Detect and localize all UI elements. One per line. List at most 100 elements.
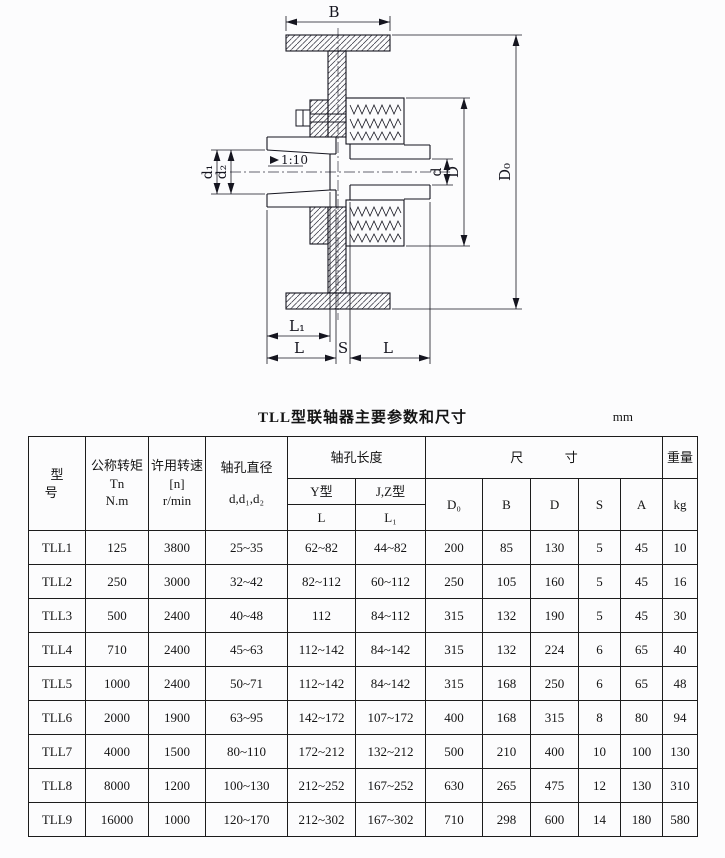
right-hub-outline [349, 144, 431, 200]
header-type-jz: J,Z型 [354, 478, 427, 505]
header-bore-diameter-line1: 轴孔直径 [220, 460, 273, 476]
cell-n: 2400 [148, 632, 206, 667]
header-bore-diameter: 轴孔直径 d,d₁,d₂ [205, 436, 288, 531]
header-L1: L₁ [354, 504, 427, 531]
cell-A: 45 [620, 598, 664, 633]
cell-D0: 315 [425, 666, 484, 701]
cell-tn: 1000 [85, 666, 149, 701]
left-hub-outline [266, 136, 337, 208]
drum-rim-top [285, 34, 391, 52]
header-D0: D₀ [425, 478, 484, 531]
cell-tn: 16000 [85, 802, 149, 837]
cell-S: 14 [578, 802, 622, 837]
cell-L1: 84~142 [354, 632, 427, 667]
coupling-drawing: B D D₀ d [200, 3, 522, 364]
cell-D: 400 [530, 734, 580, 769]
cell-model: TLL8 [28, 768, 86, 803]
cell-D: 190 [530, 598, 580, 633]
parameters-table: 型号 公称转矩 Tn N.m 许用转速 [n] r/min 轴孔直径 d,d₁,… [28, 436, 699, 837]
cell-D0: 710 [425, 802, 484, 837]
header-speed: 许用转速 [n] r/min [148, 436, 206, 531]
dim-D0 [392, 34, 522, 310]
cell-L1: 60~112 [354, 564, 427, 599]
cell-kg: 48 [662, 666, 699, 701]
cell-L: 212~252 [287, 768, 356, 803]
cell-L1: 132~212 [354, 734, 427, 769]
cell-B: 85 [482, 530, 532, 565]
dim-label-b: B [328, 3, 339, 21]
cell-n: 3000 [148, 564, 206, 599]
header-D: D [530, 478, 580, 531]
cell-S: 12 [578, 768, 622, 803]
cell-tn: 8000 [85, 768, 149, 803]
cell-kg: 94 [662, 700, 699, 735]
header-speed-line2: [n] [169, 475, 185, 491]
cell-D0: 250 [425, 564, 484, 599]
header-speed-line3: r/min [162, 493, 192, 509]
technical-drawing: B D D₀ d [0, 0, 725, 400]
cell-D0: 400 [425, 700, 484, 735]
cell-B: 298 [482, 802, 532, 837]
cell-L: 172~212 [287, 734, 356, 769]
header-torque: 公称转矩 Tn N.m [85, 436, 149, 531]
cell-bore: 50~71 [205, 666, 288, 701]
header-model: 型号 [28, 436, 86, 531]
cell-tn: 4000 [85, 734, 149, 769]
header-torque-line1: 公称转矩 [90, 458, 143, 474]
cell-bore: 80~110 [205, 734, 288, 769]
cell-tn: 500 [85, 598, 149, 633]
cell-n: 1200 [148, 768, 206, 803]
cell-S: 10 [578, 734, 622, 769]
cell-D0: 200 [425, 530, 484, 565]
cell-tn: 710 [85, 632, 149, 667]
cell-model: TLL1 [28, 530, 86, 565]
dim-label-s: S [338, 339, 348, 357]
cell-D: 315 [530, 700, 580, 735]
cell-S: 8 [578, 700, 622, 735]
cell-bore: 100~130 [205, 768, 288, 803]
cell-D: 475 [530, 768, 580, 803]
cell-A: 65 [620, 632, 664, 667]
cell-tn: 250 [85, 564, 149, 599]
taper-mark [268, 156, 303, 167]
dim-label-l-left: L [294, 339, 304, 357]
cell-L: 62~82 [287, 530, 356, 565]
table-title: TLL型联轴器主要参数和尺寸 [257, 410, 468, 426]
dim-label-d2: d₂ [214, 165, 230, 180]
cell-L: 112 [287, 598, 356, 633]
dim-label-d1: d₁ [200, 165, 216, 180]
dim-D [406, 97, 470, 247]
cell-S: 5 [578, 530, 622, 565]
cell-L1: 44~82 [354, 530, 427, 565]
cell-model: TLL5 [28, 666, 86, 701]
bottom-extension-lines [266, 192, 431, 364]
hub-flange-bottom [309, 206, 329, 245]
cell-bore: 45~63 [205, 632, 288, 667]
table-title-row: TLL型联轴器主要参数和尺寸 mm [0, 406, 725, 430]
cell-S: 6 [578, 666, 622, 701]
serpentine-spring-top [349, 104, 402, 141]
header-A: A [620, 478, 664, 531]
cell-kg: 580 [662, 802, 699, 837]
cell-model: TLL2 [28, 564, 86, 599]
cell-kg: 16 [662, 564, 699, 599]
header-dimensions: 尺寸 [425, 436, 664, 479]
cell-model: TLL3 [28, 598, 86, 633]
cell-A: 45 [620, 530, 664, 565]
cell-B: 168 [482, 700, 532, 735]
cell-L1: 84~112 [354, 598, 427, 633]
cell-S: 5 [578, 564, 622, 599]
cell-B: 265 [482, 768, 532, 803]
dim-label-l-right: L [383, 339, 393, 357]
header-type-y: Y型 [287, 478, 356, 505]
cell-bore: 32~42 [205, 564, 288, 599]
brake-web-top [327, 50, 347, 138]
cell-L1: 84~142 [354, 666, 427, 701]
cell-D0: 630 [425, 768, 484, 803]
cell-A: 100 [620, 734, 664, 769]
